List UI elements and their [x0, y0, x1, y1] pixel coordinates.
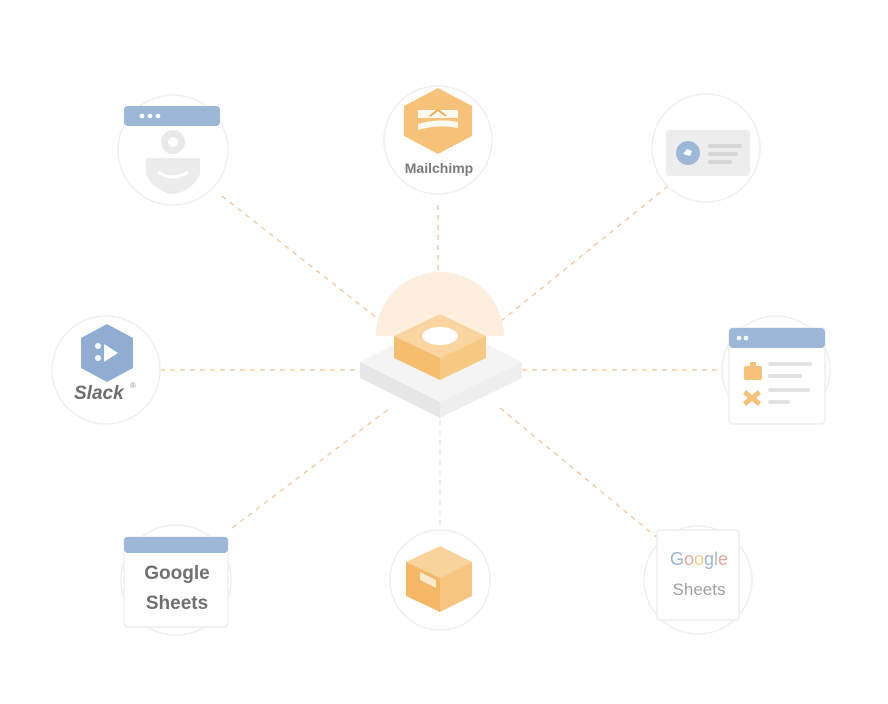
sheets-card-icon [656, 529, 740, 621]
profile-window-icon [124, 106, 220, 194]
hub-platform-icon [360, 272, 522, 418]
slack-label: Slack [74, 383, 124, 404]
google-letter: l [714, 549, 719, 569]
google-sheets-left-line2: Sheets [145, 593, 209, 614]
package-box-icon [406, 546, 472, 612]
slack-icon [81, 324, 133, 382]
notification-card-icon [666, 130, 750, 176]
mailchimp-icon [404, 88, 472, 154]
google-letter: g [704, 549, 715, 569]
google-sheets-right-line2: Sheets [672, 580, 726, 599]
slack-trademark: ® [130, 381, 136, 390]
google-letter: G [669, 549, 684, 569]
google-sheets-left-line1: Google [144, 563, 210, 584]
checklist-window-icon [728, 327, 826, 425]
browser-window-icon [123, 536, 229, 628]
google-letter: o [693, 549, 704, 569]
connector-lines [160, 185, 722, 541]
mailchimp-label: Mailchimp [404, 160, 474, 176]
google-letter: e [718, 549, 729, 569]
google-letter: o [683, 549, 694, 569]
google-sheets-right-line1: Google [660, 549, 738, 570]
